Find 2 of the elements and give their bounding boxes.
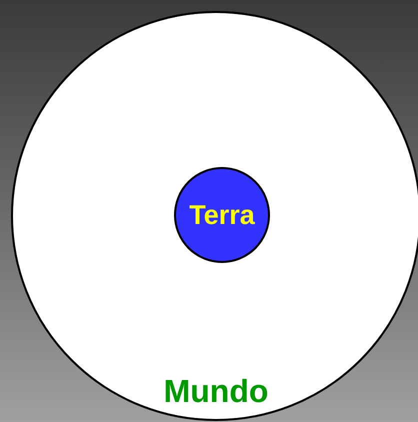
circle-label: Terra — [189, 202, 255, 228]
circle-label: Mundo — [164, 375, 268, 407]
